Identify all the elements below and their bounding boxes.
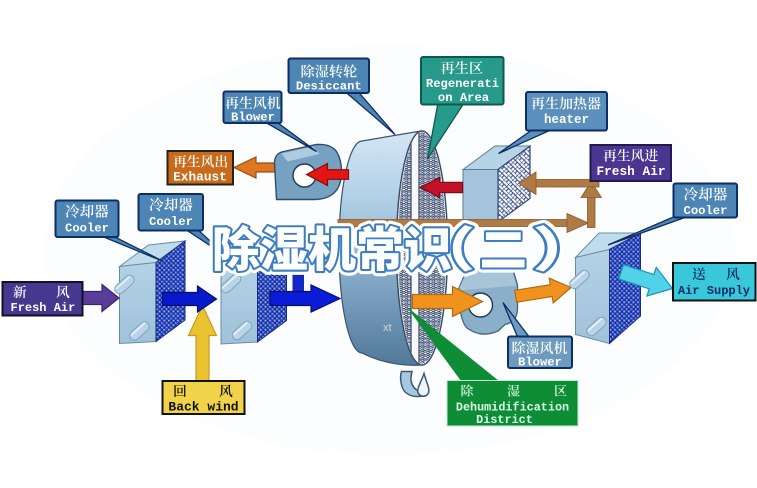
svg-text:District: District bbox=[476, 413, 533, 427]
svg-text:Fresh Air: Fresh Air bbox=[596, 164, 665, 179]
svg-text:Cooler: Cooler bbox=[149, 215, 193, 229]
svg-text:Air Supply: Air Supply bbox=[678, 284, 750, 298]
svg-text:heater: heater bbox=[544, 113, 589, 127]
svg-text:Dehumidification: Dehumidification bbox=[456, 401, 569, 415]
svg-text:Blower: Blower bbox=[231, 111, 275, 125]
svg-text:xt: xt bbox=[383, 322, 392, 334]
svg-text:Blower: Blower bbox=[518, 356, 562, 370]
svg-text:Regenerati: Regenerati bbox=[426, 77, 499, 91]
svg-text:Fresh Air: Fresh Air bbox=[11, 301, 76, 315]
svg-text:Cooler: Cooler bbox=[684, 204, 728, 218]
svg-text:Desiccant: Desiccant bbox=[296, 80, 362, 94]
svg-text:Exhaust: Exhaust bbox=[173, 170, 227, 185]
svg-text:Cooler: Cooler bbox=[65, 222, 109, 236]
svg-text:on Area: on Area bbox=[438, 91, 490, 105]
svg-text:Back wind: Back wind bbox=[168, 400, 238, 415]
